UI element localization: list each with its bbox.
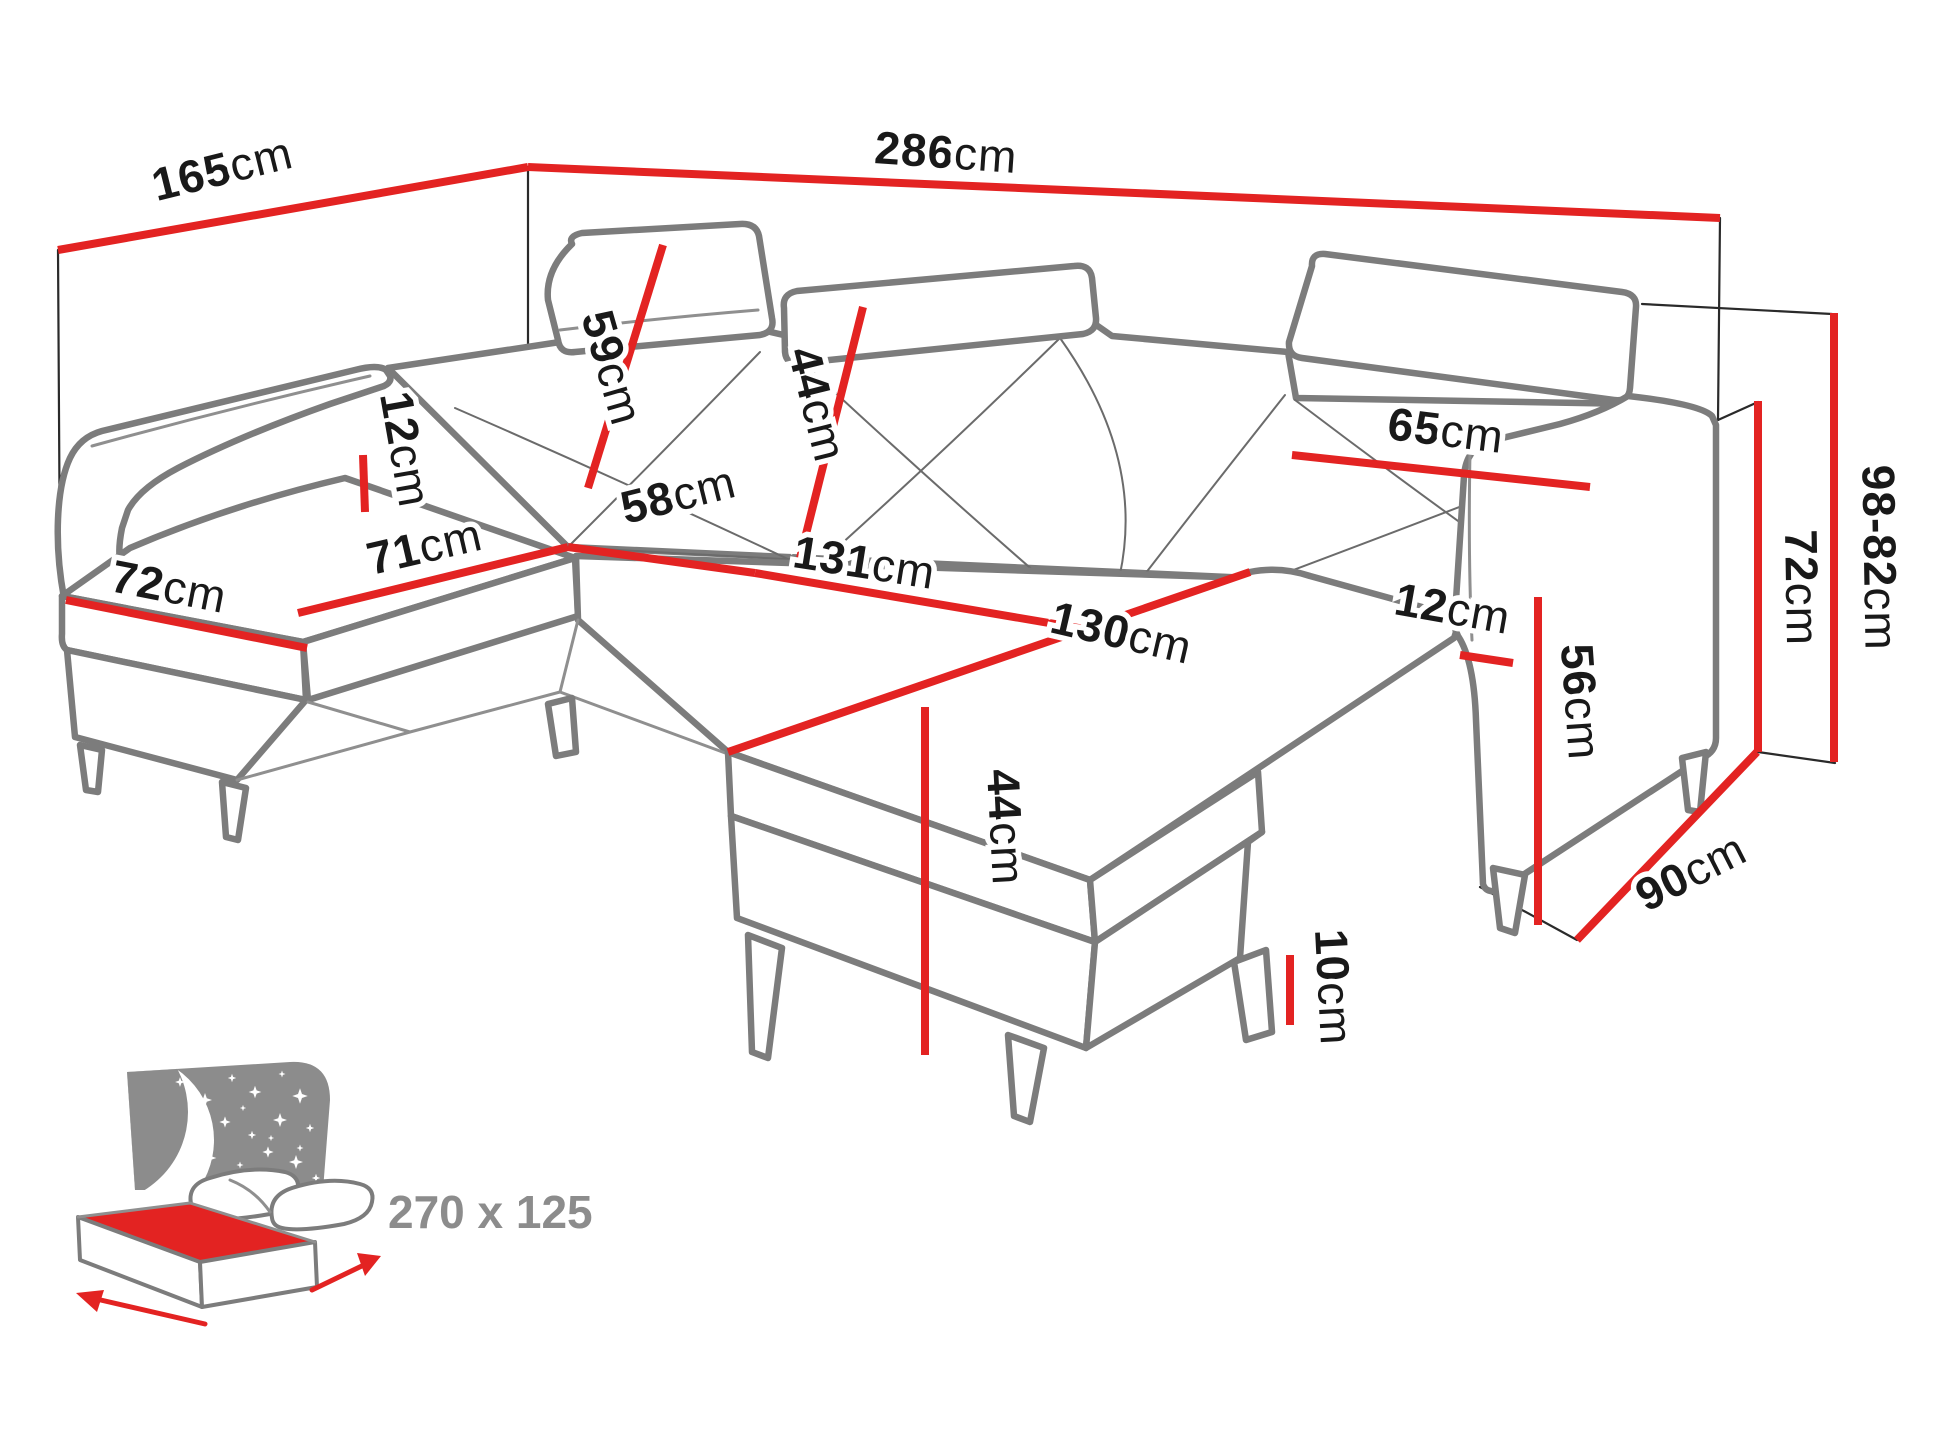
sleeper-bed-icon: 270 x 125: [76, 1061, 597, 1327]
extension-headrest-top: [1640, 302, 1834, 316]
label-armrest-height-right: 56cm: [1551, 642, 1611, 762]
label-total-height-range: 98-82cm: [1852, 464, 1907, 651]
dim-line-59: [584, 243, 667, 490]
headrest-center: [780, 262, 1100, 367]
starry-night-stars: [170, 1070, 321, 1183]
dim-line-12-right: [1459, 651, 1514, 667]
mattress-top-edge: [76, 1201, 317, 1244]
seat-middle-edge: [558, 618, 580, 694]
chaise-right-box-side: [1082, 828, 1266, 1052]
dim-line-12-left: [359, 454, 369, 513]
pillow-fold: [228, 1178, 272, 1214]
chaise-right-leg-side: [1230, 946, 1276, 1044]
label-depth-left: 165cm: [146, 126, 297, 211]
mattress-top-red: [78, 1203, 315, 1262]
seat-middle-base-left: [235, 730, 412, 782]
chaise-left-leg-side: [218, 778, 250, 844]
label-depth-right: 90cm: [1627, 822, 1754, 921]
label-middle-seat-width: 131cm: [790, 525, 939, 599]
seat-middle-leg: [544, 694, 580, 760]
armrest-right: [1450, 392, 1720, 895]
dimension-lines: [57, 163, 1838, 1055]
chaise-left-leg-front: [76, 741, 106, 796]
moon-icon: [127, 1061, 214, 1190]
armrest-left-seam: [90, 374, 372, 448]
dim-line-71: [297, 543, 569, 617]
label-backrest-width-right: 65cm: [1385, 397, 1507, 463]
dim-line-44-back: [796, 306, 867, 559]
armrest-right-leg-front: [1489, 864, 1529, 937]
bed-size-label: 270 x 125: [388, 1186, 593, 1238]
sofa-line-drawing: [54, 220, 1720, 1126]
dim-line-286: [527, 163, 1721, 222]
chaise-right-leg-middle: [1004, 1031, 1048, 1126]
extension-armrest-top: [1716, 400, 1760, 422]
extension-bottom-right: [1756, 750, 1837, 765]
chaise-right-leg-front: [744, 931, 786, 1062]
headrest-left: [544, 220, 776, 356]
dim-line-72-left: [65, 596, 308, 652]
dim-line-131: [754, 569, 1103, 636]
perspective-right-drop: [1716, 216, 1722, 422]
dim-line-65: [1291, 451, 1591, 491]
chaise-left-top: [58, 474, 579, 646]
pillow-right: [269, 1178, 375, 1232]
headrest-left-seam: [558, 308, 760, 332]
armrest-right-leg-back: [1678, 748, 1710, 816]
label-seat-front-height: 44cm: [977, 768, 1035, 887]
dim-line-165: [57, 163, 529, 254]
dim-line-130: [726, 568, 1252, 756]
seat-middle-base: [306, 690, 730, 756]
dim-line-90: [1574, 749, 1760, 943]
mattress-arrows: [76, 1253, 381, 1327]
label-total-width: 286cm: [873, 121, 1019, 183]
armrest-left: [54, 363, 394, 602]
label-back-height-right: 72cm: [1775, 529, 1829, 646]
label-leg-height: 10cm: [1305, 928, 1363, 1047]
dim-line-58: [567, 543, 756, 577]
headrest-right: [1285, 250, 1640, 404]
